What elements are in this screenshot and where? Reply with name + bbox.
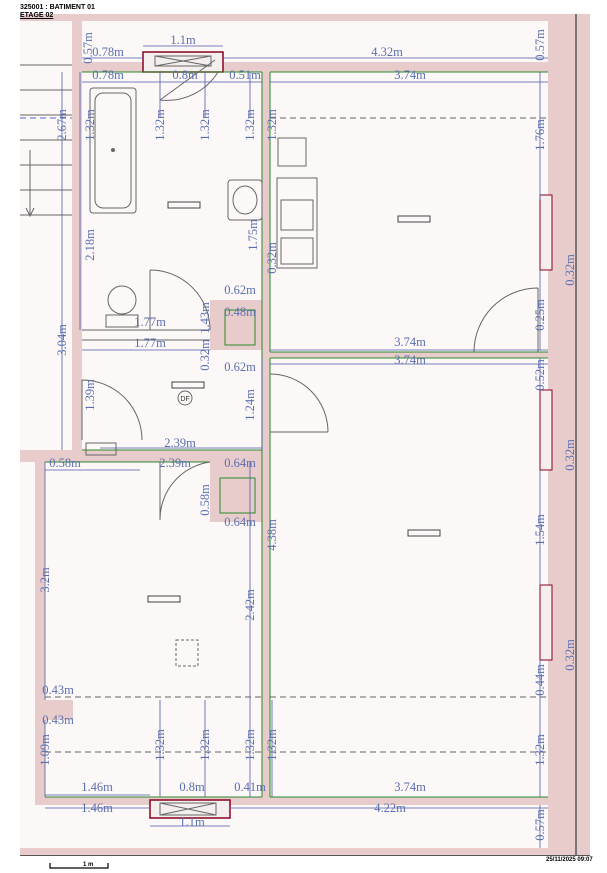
dimension-labels: 1.1m 0.57m 0.78m 4.32m 0.57m 0.78m 0.8m … [38, 29, 577, 841]
dim-label: 3.74m [394, 353, 426, 367]
dim-label: 1.32m [243, 729, 257, 761]
dim-label: 0.32m [563, 639, 577, 671]
dim-label: 1.75m [246, 219, 260, 251]
door-icon [159, 59, 219, 101]
dim-label: 0.48m [224, 305, 256, 319]
radiator-icon [171, 381, 205, 389]
kitchen-sink-icon [276, 177, 318, 269]
df-label: DF [180, 396, 189, 403]
dim-label: 0.32m [563, 254, 577, 286]
dim-label: 0.57m [533, 809, 547, 841]
room-outlines [20, 71, 548, 798]
door-icon [149, 269, 211, 331]
dim-label: 3.74m [394, 335, 426, 349]
dim-label: 0.57m [533, 29, 547, 61]
door-icon [159, 461, 211, 521]
dim-label: 1.1m [170, 33, 196, 47]
timestamp: 25/11/2025 09:07 [546, 857, 593, 863]
dim-label: 1.76m [533, 119, 547, 151]
dim-label: 1.24m [243, 389, 257, 421]
dim-label: 0.58m [49, 456, 81, 470]
radiator-icon [167, 201, 201, 209]
radiator-icon [407, 529, 441, 537]
toilet-icon [107, 285, 137, 315]
dim-label: 0.8m [179, 780, 205, 794]
dim-label: 1.32m [198, 109, 212, 141]
dim-label: 1.32m [153, 109, 167, 141]
radiators [147, 201, 441, 603]
dim-label: 3.74m [394, 68, 426, 82]
dim-label: 1.77m [134, 336, 166, 350]
door-icon [473, 287, 539, 353]
dim-label: 4.32m [371, 45, 403, 59]
dimension-lines [44, 45, 548, 848]
dim-label: 3.2m [38, 567, 52, 593]
df-marker-icon [177, 390, 193, 406]
floor-label: ETAGE 02 [20, 12, 54, 19]
dim-label: 2.39m [159, 456, 191, 470]
appliance-icon [277, 137, 307, 167]
dim-label: 3.74m [394, 780, 426, 794]
bathtub-icon [89, 87, 137, 214]
dim-label: 0.32m [265, 242, 279, 274]
dim-label: 0.78m [92, 68, 124, 82]
windows [142, 51, 553, 819]
stairs [20, 64, 72, 218]
project-title: 325001 : BATIMENT 01 [20, 4, 95, 11]
dim-label: 4.38m [265, 519, 279, 551]
dim-label: 0.44m [533, 664, 547, 696]
dim-label: 1.39m [83, 379, 97, 411]
dim-label: 2.42m [243, 589, 257, 621]
dim-label: 0.64m [224, 515, 256, 529]
dim-label: 0.43m [42, 713, 74, 727]
dim-label: 1.32m [533, 734, 547, 766]
dim-label: 1.09m [38, 734, 52, 766]
hatch-icon [175, 639, 199, 667]
fixtures: DF [85, 87, 318, 667]
dim-label: 0.41m [234, 780, 266, 794]
dim-label: 2.18m [83, 229, 97, 261]
dim-label: 1.32m [153, 729, 167, 761]
washbasin-icon [227, 179, 263, 221]
dim-label: 0.78m [92, 45, 124, 59]
dim-label: 1.43m [198, 302, 212, 334]
scale-bar [49, 863, 109, 869]
dim-label: 1.1m [179, 815, 205, 829]
dim-label: 0.52m [533, 359, 547, 391]
dim-label: 0.62m [224, 360, 256, 374]
plan-background [20, 14, 590, 856]
dim-label: 0.64m [224, 456, 256, 470]
dim-label: 0.62m [224, 283, 256, 297]
dim-label: 1.77m [134, 315, 166, 329]
dim-label: 0.58m [198, 484, 212, 516]
radiator-icon [147, 595, 181, 603]
dim-label: 1.32m [265, 729, 279, 761]
walls [20, 14, 590, 856]
dim-label: 3.04m [55, 324, 69, 356]
doors [81, 59, 539, 521]
dim-label: 0.57m [81, 32, 95, 64]
dim-label: 1.46m [81, 780, 113, 794]
dim-label: 2.39m [164, 436, 196, 450]
dim-label: 1.32m [83, 109, 97, 141]
dim-label: 1.46m [81, 801, 113, 815]
dim-label: 0.32m [198, 339, 212, 371]
dim-label: 2.67m [55, 109, 69, 141]
door-icon [269, 373, 329, 433]
dim-label: 1.32m [198, 729, 212, 761]
dim-label: 1.32m [243, 109, 257, 141]
dim-label: 1.32m [265, 109, 279, 141]
dim-label: 0.25m [533, 299, 547, 331]
dim-label: 4.22m [374, 801, 406, 815]
dim-label: 0.8m [172, 68, 198, 82]
dim-label: 1.54m [533, 514, 547, 546]
scale-label: 1 m [83, 862, 94, 868]
dim-label: 0.43m [42, 683, 74, 697]
dim-label: 0.32m [563, 439, 577, 471]
radiator-icon [397, 215, 431, 223]
door-icon [81, 379, 143, 441]
dim-label: 0.51m [229, 68, 261, 82]
